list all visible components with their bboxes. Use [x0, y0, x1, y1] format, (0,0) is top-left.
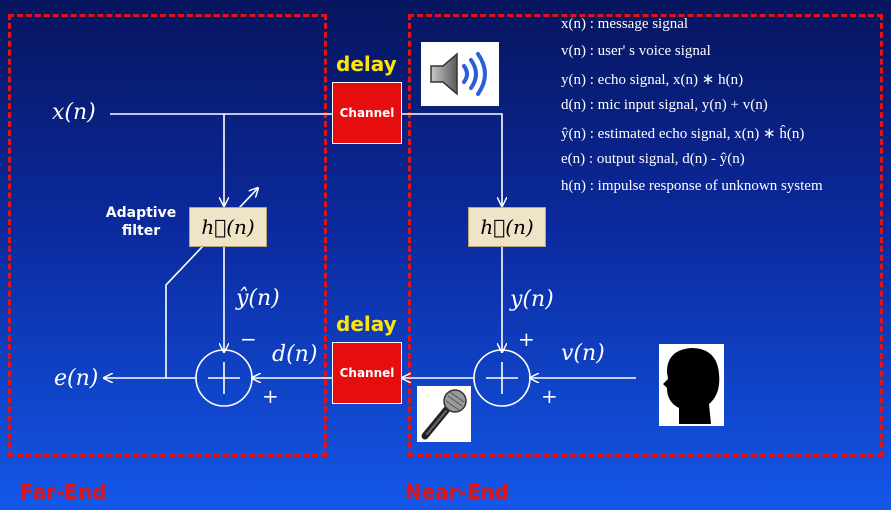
- near-plus-bottom-sign: +: [541, 384, 558, 408]
- v-label: v(n): [561, 341, 605, 366]
- channel-to-unknown: [402, 113, 502, 206]
- legend-item: y(n) : echo signal, x(n) ∗ h(n): [561, 72, 744, 88]
- legend-item: h(n) : impulse response of unknown syste…: [561, 178, 823, 194]
- near-plus-top-sign: +: [518, 327, 535, 351]
- microphone-icon: [417, 386, 471, 442]
- channel-bottom: Channel: [332, 342, 402, 404]
- delay-label-top: delay: [336, 52, 397, 76]
- legend-item: x(n) : message signal: [561, 16, 689, 32]
- far-plus-sign: +: [262, 384, 279, 408]
- adaptive-filter-box: h⃗(n): [189, 207, 267, 247]
- x-label: x(n): [52, 100, 96, 125]
- far-end-zone: [8, 14, 327, 457]
- channel-top: Channel: [332, 82, 402, 144]
- legend: x(n) : message signal v(n) : user' s voi…: [561, 16, 823, 205]
- d-label: d(n): [272, 342, 318, 367]
- speaker-icon: [421, 42, 499, 106]
- e-label: e(n): [54, 366, 99, 391]
- far-minus-sign: −: [240, 327, 257, 351]
- legend-item: ŷ(n) : estimated echo signal, x(n) ∗ ĥ(n…: [561, 126, 805, 142]
- unknown-system-box: h⃗(n): [468, 207, 546, 247]
- legend-item: v(n) : user' s voice signal: [561, 43, 711, 59]
- near-end-zone: [408, 14, 883, 457]
- far-summer: [195, 349, 253, 407]
- y-label: y(n): [510, 287, 554, 312]
- delay-label-bottom: delay: [336, 312, 397, 336]
- head-silhouette-icon: [659, 344, 724, 426]
- legend-item: e(n) : output signal, d(n) - ŷ(n): [561, 151, 745, 167]
- near-summer: [473, 349, 531, 407]
- far-end-label: Far-End: [20, 480, 107, 504]
- legend-item: d(n) : mic input signal, y(n) + v(n): [561, 97, 768, 113]
- near-end-label: Near-End: [405, 480, 510, 504]
- yhat-label: ŷ(n): [236, 286, 280, 311]
- adaptive-filter-label: Adaptive filter: [105, 205, 177, 239]
